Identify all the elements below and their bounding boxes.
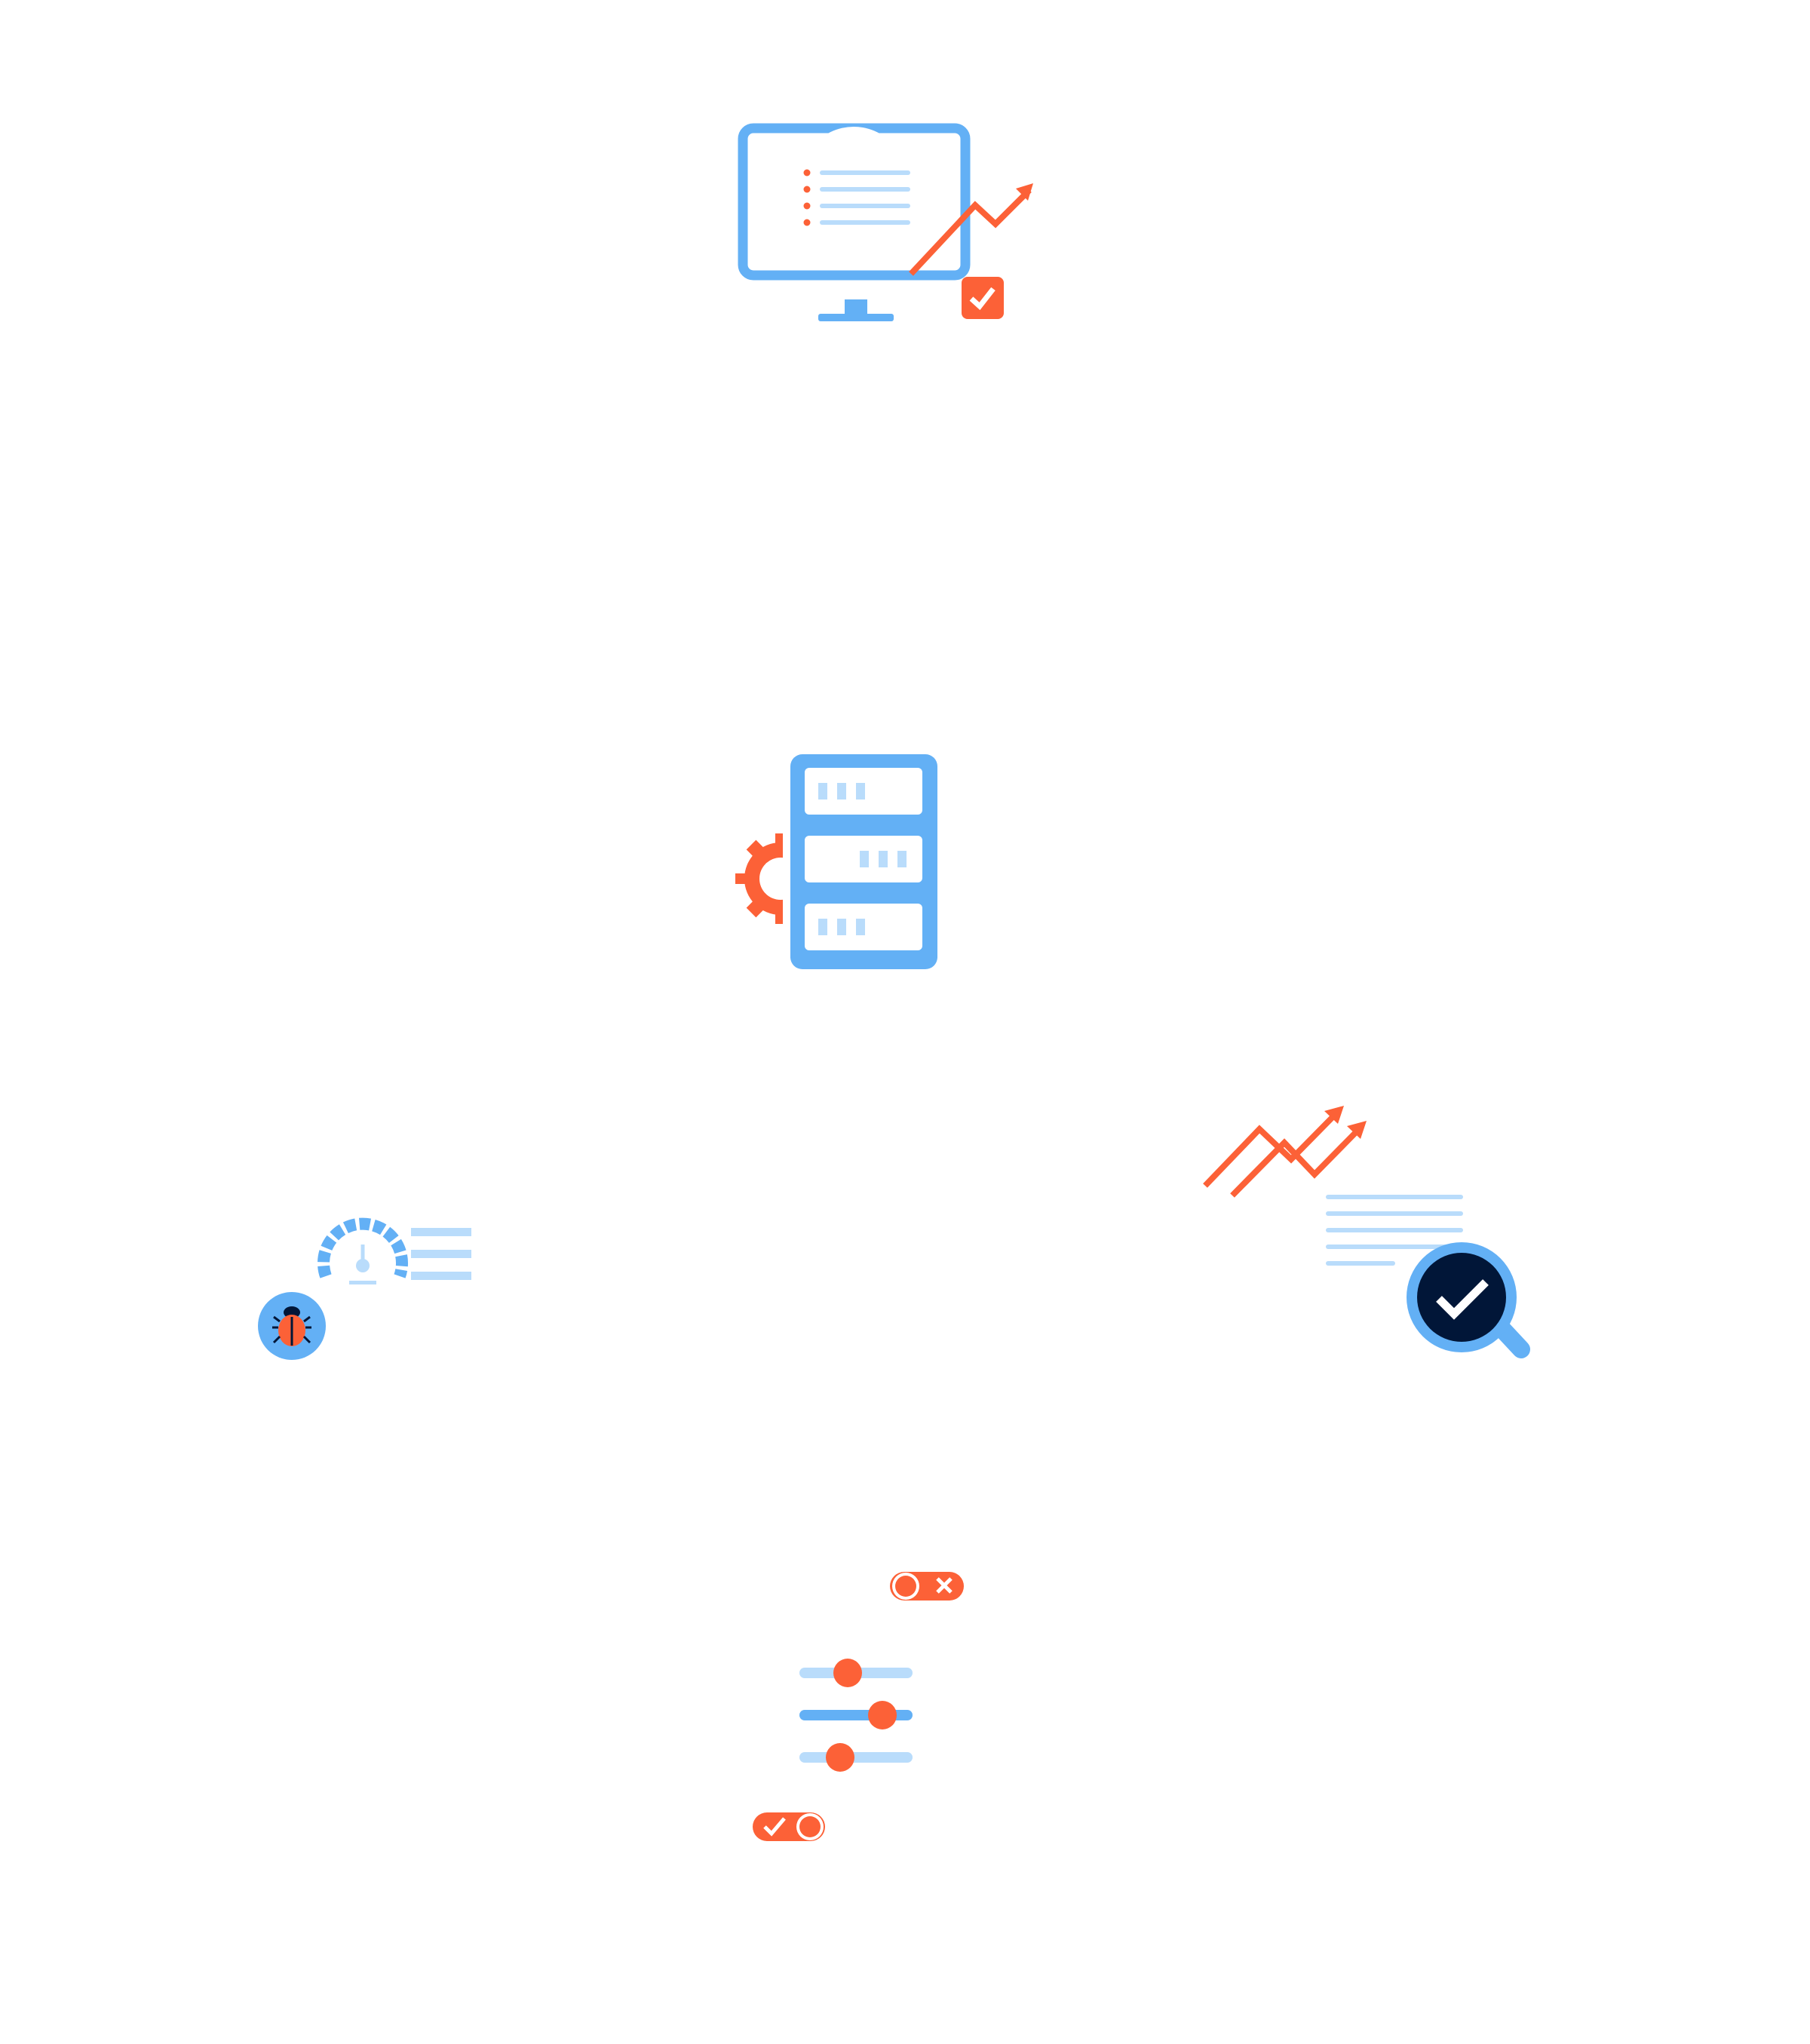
bug-icon [258, 1292, 326, 1360]
double-trend-arrow-icon [1203, 1106, 1367, 1198]
settings-controls-illustration [747, 1561, 988, 1848]
magnifier-check-icon [1407, 1242, 1530, 1358]
server-config-illustration [724, 747, 950, 973]
checkbox-icon [962, 277, 1004, 319]
analysis-verify-illustration [1199, 1101, 1531, 1369]
sliders-icon [799, 1659, 913, 1772]
toggle-on-icon [753, 1812, 825, 1841]
checklist-icon [803, 169, 910, 226]
monitor-analytics-illustration [735, 121, 1052, 332]
monitor-icon [738, 123, 971, 321]
trend-arrow-icon [909, 183, 1033, 276]
speedometer-icon [318, 1217, 408, 1284]
toggle-off-icon [890, 1572, 964, 1601]
performance-debug-illustration [253, 1207, 479, 1365]
document-lines-icon [1326, 1195, 1463, 1266]
list-lines-icon [411, 1228, 471, 1280]
server-rack-icon [790, 754, 937, 969]
